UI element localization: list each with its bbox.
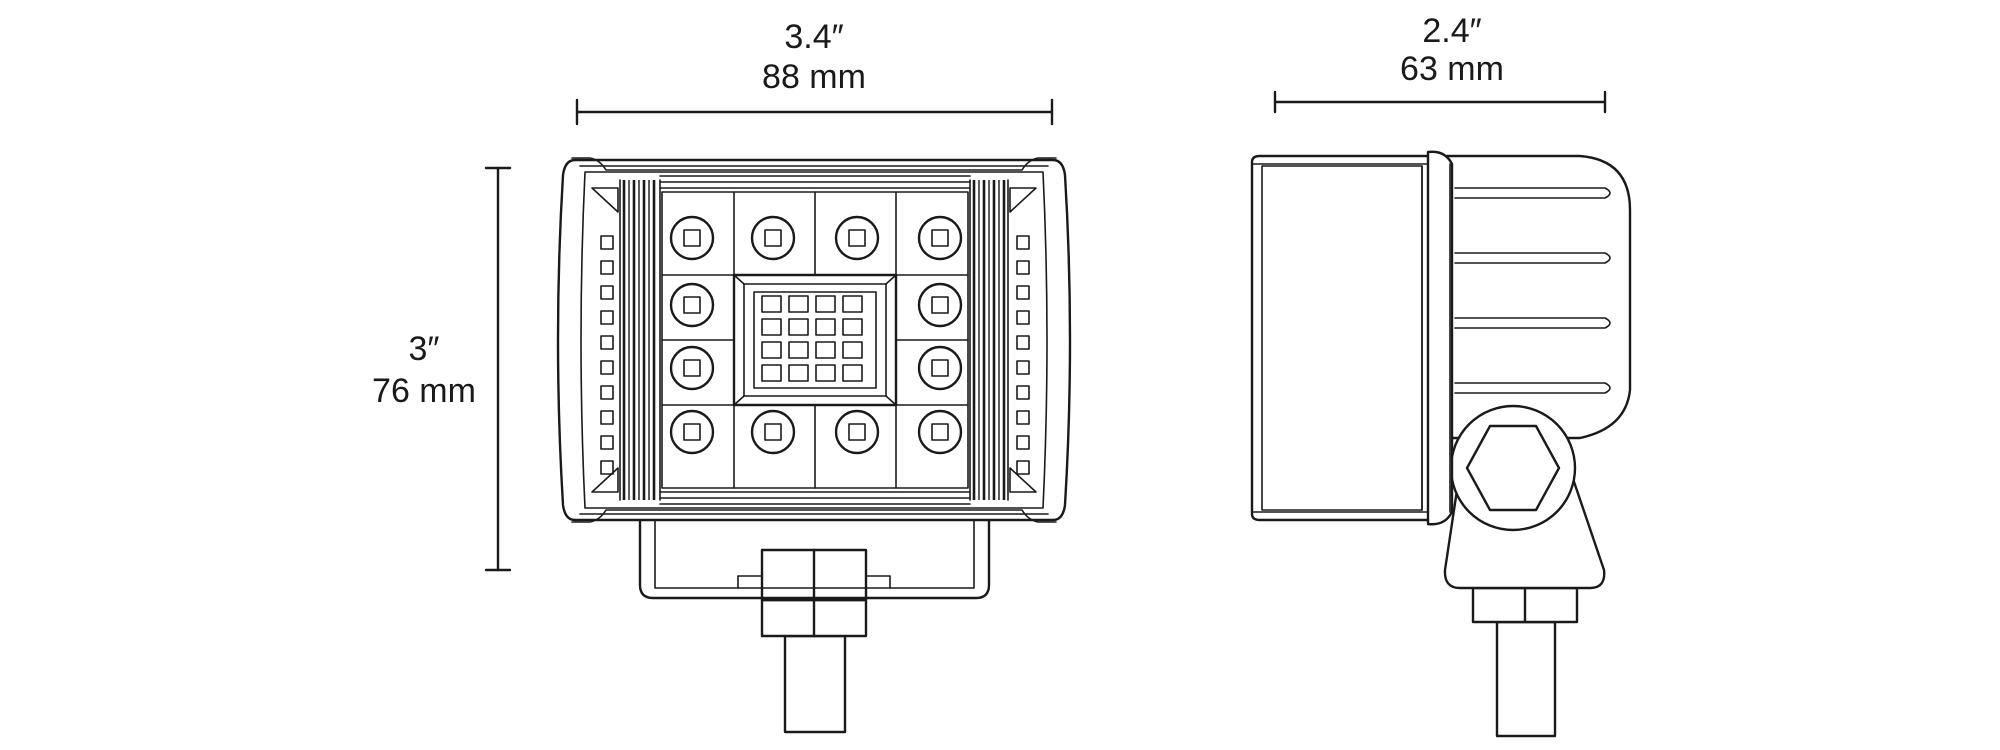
matrix-led-cell — [761, 295, 782, 313]
led-emitter-ring — [669, 409, 715, 455]
led-emitter-ring — [669, 215, 715, 261]
front-led-cell-grid — [661, 191, 969, 489]
front-center-matrix — [732, 273, 898, 407]
led-emitter-die — [931, 229, 949, 247]
led-emitter-die — [931, 359, 949, 377]
left-side-led-strip — [600, 235, 614, 475]
led-emitter-ring — [917, 345, 963, 391]
side-led-square — [600, 360, 614, 375]
side-led-square — [1016, 310, 1030, 325]
led-emitter-ring — [917, 215, 963, 261]
side-led-square — [600, 435, 614, 450]
front-height-dimension: 3″ 76 mm — [372, 166, 512, 572]
front-width-mm-label: 88 mm — [762, 58, 866, 96]
side-led-square — [600, 335, 614, 350]
side-depth-dimension: 2.4″ 63 mm — [1273, 12, 1607, 114]
led-emitter-die — [683, 359, 701, 377]
matrix-led-cell — [842, 318, 863, 336]
side-pivot-hex — [1449, 404, 1577, 532]
matrix-led-cell — [788, 364, 809, 382]
side-led-square — [600, 260, 614, 275]
side-heatsink — [1438, 154, 1632, 440]
led-emitter-die — [848, 423, 866, 441]
led-emitter-ring — [834, 409, 880, 455]
matrix-led-cell — [842, 295, 863, 313]
led-emitter-ring — [917, 409, 963, 455]
center-matrix-cells — [761, 295, 863, 382]
front-led-emitters — [669, 215, 963, 455]
side-led-square — [1016, 335, 1030, 350]
left-heat-fins — [619, 179, 661, 501]
side-view — [1250, 150, 1632, 738]
led-emitter-die — [683, 423, 701, 441]
led-emitter-die — [683, 229, 701, 247]
matrix-led-cell — [788, 295, 809, 313]
matrix-led-cell — [842, 364, 863, 382]
side-led-square — [600, 460, 614, 475]
side-led-square — [600, 410, 614, 425]
front-corner-reflectors — [591, 187, 1037, 493]
led-emitter-ring — [834, 215, 880, 261]
side-led-square — [1016, 460, 1030, 475]
side-led-square — [600, 385, 614, 400]
matrix-led-cell — [761, 341, 782, 359]
side-mount-stem — [1471, 586, 1579, 738]
side-led-square — [1016, 385, 1030, 400]
side-led-square — [1016, 260, 1030, 275]
right-heat-fins — [969, 179, 1009, 501]
matrix-led-cell — [815, 341, 836, 359]
led-emitter-ring — [750, 409, 796, 455]
front-width-inches-label: 3.4″ — [784, 18, 843, 56]
led-emitter-die — [764, 229, 782, 247]
led-emitter-die — [931, 423, 949, 441]
side-depth-inches-label: 2.4″ — [1422, 12, 1481, 50]
matrix-led-cell — [842, 341, 863, 359]
led-emitter-die — [848, 229, 866, 247]
matrix-led-cell — [761, 364, 782, 382]
matrix-led-cell — [815, 318, 836, 336]
side-led-square — [1016, 235, 1030, 250]
side-front-bezel — [1250, 150, 1454, 526]
led-emitter-ring — [669, 282, 715, 328]
matrix-led-cell — [788, 341, 809, 359]
right-side-led-strip — [1016, 235, 1030, 475]
led-emitter-ring — [669, 345, 715, 391]
matrix-led-cell — [815, 295, 836, 313]
side-led-square — [1016, 285, 1030, 300]
led-emitter-die — [683, 296, 701, 314]
side-led-square — [1016, 410, 1030, 425]
side-led-square — [600, 235, 614, 250]
led-emitter-die — [764, 423, 782, 441]
side-led-square — [600, 285, 614, 300]
front-mount-bracket — [638, 510, 991, 600]
matrix-led-cell — [788, 318, 809, 336]
matrix-led-cell — [761, 318, 782, 336]
front-view — [556, 157, 1072, 734]
front-mount-stem — [760, 548, 868, 734]
side-depth-mm-label: 63 mm — [1400, 50, 1504, 88]
led-emitter-ring — [917, 282, 963, 328]
matrix-led-cell — [815, 364, 836, 382]
front-height-inches-label: 3″ — [409, 330, 440, 368]
led-emitter-ring — [750, 215, 796, 261]
front-height-mm-label: 76 mm — [372, 372, 476, 410]
side-led-square — [1016, 360, 1030, 375]
side-led-square — [1016, 435, 1030, 450]
front-width-dimension: 3.4″ 88 mm — [575, 18, 1054, 126]
side-led-square — [600, 310, 614, 325]
front-lens-bars — [659, 175, 971, 505]
led-emitter-die — [931, 296, 949, 314]
